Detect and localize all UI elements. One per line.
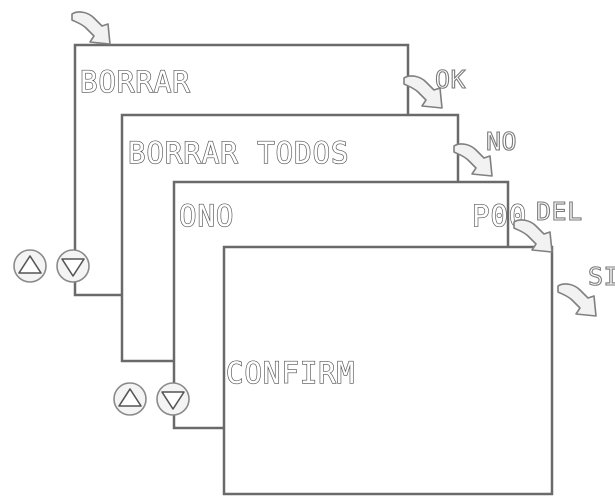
del-key[interactable]: DEL [513, 196, 583, 253]
screen-borrar-todos-text: BORRAR TODOS [128, 136, 350, 170]
pointing-hand-icon [453, 143, 493, 177]
up-button-bottom[interactable] [113, 382, 147, 416]
pointing-hand-icon [71, 11, 111, 45]
pointing-hand-icon [513, 219, 553, 253]
ok-key[interactable]: OK [403, 64, 466, 109]
down-button-top[interactable] [56, 249, 90, 283]
del-key-label: DEL [536, 197, 583, 226]
no-key-label: NO [486, 127, 517, 156]
screen-confirm-frame [222, 245, 554, 496]
screen-confirm-text: CONFIRM [226, 356, 355, 390]
ok-key-label: OK [435, 65, 466, 94]
pointing-hand-icon [557, 283, 597, 317]
up-arrow-icon [18, 255, 42, 274]
screen-ono-text: ONO [179, 199, 234, 233]
down-arrow-icon [161, 391, 185, 410]
no-key[interactable]: NO [453, 126, 517, 177]
si-key[interactable]: SI [557, 261, 615, 317]
screen-confirm: CONFIRM [222, 245, 554, 496]
up-arrow-icon [118, 388, 142, 407]
down-button-bottom[interactable] [156, 382, 190, 416]
screen-borrar-text: BORRAR [80, 65, 191, 99]
pointing-hand-icon [403, 75, 443, 109]
si-key-label: SI [588, 262, 615, 291]
down-arrow-icon [61, 258, 85, 277]
up-button-top[interactable] [13, 249, 47, 283]
